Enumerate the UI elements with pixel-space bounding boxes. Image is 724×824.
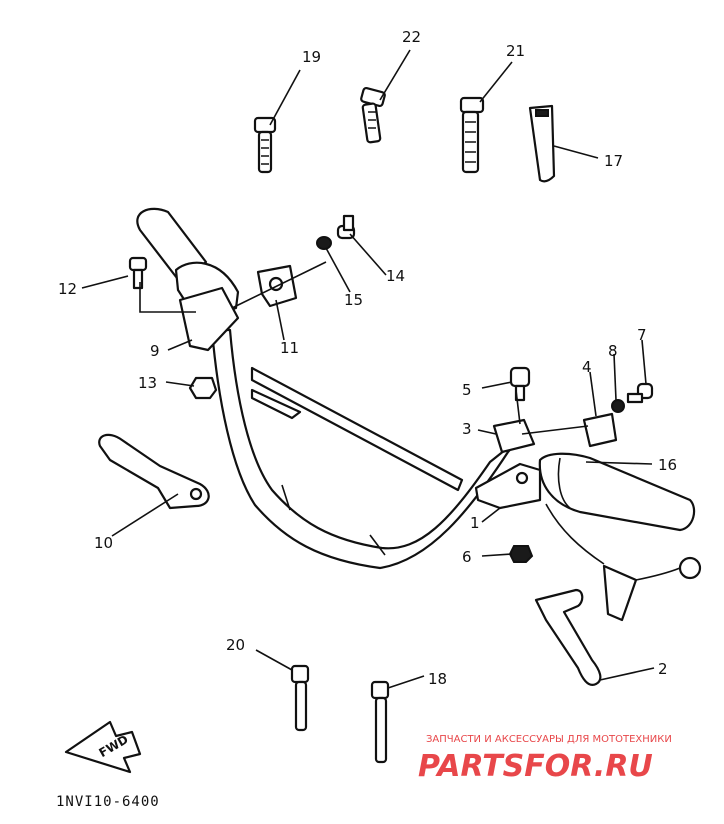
callout-18: 18: [428, 670, 447, 688]
callout-16: 16: [658, 456, 677, 474]
watermark-brand: PARTSFOR.RU: [418, 749, 653, 784]
handlebar: [136, 207, 522, 570]
fwd-arrow: FWD: [64, 720, 142, 774]
callout-8: 8: [608, 342, 618, 360]
watermark: ЗАПЧАСТИ И АКСЕССУАРЫ ДЛЯ МОТОТЕХНИКИ PA…: [418, 734, 672, 784]
lever-10: [98, 433, 210, 510]
callout-15: 15: [344, 291, 363, 309]
callout-21: 21: [506, 42, 525, 60]
cable-tie-18: [370, 680, 390, 764]
callout-2: 2: [658, 660, 668, 678]
callout-1: 1: [470, 514, 480, 532]
callout-7: 7: [637, 326, 647, 344]
lever-2: [534, 588, 602, 686]
callout-9: 9: [150, 342, 160, 360]
callout-20: 20: [226, 636, 245, 654]
nut-6: [508, 545, 534, 563]
washer-15: [316, 236, 332, 250]
callout-4: 4: [582, 358, 592, 376]
holder-1: [474, 462, 542, 510]
callout-10: 10: [94, 534, 113, 552]
holder-9: [178, 286, 240, 352]
callout-14: 14: [386, 267, 405, 285]
watermark-tagline: ЗАПЧАСТИ И АКСЕССУАРЫ ДЛЯ МОТОТЕХНИКИ: [426, 734, 672, 745]
callout-17: 17: [604, 152, 623, 170]
callout-13: 13: [138, 374, 157, 392]
screw-14: [336, 214, 356, 240]
throttle-grip-16: [538, 452, 702, 622]
callout-6: 6: [462, 548, 472, 566]
clamp-3: [492, 418, 536, 454]
diagram-code: 1NVI10-6400: [56, 794, 160, 810]
washer-8: [611, 399, 625, 413]
cable-tie-20: [290, 664, 310, 732]
callout-3: 3: [462, 420, 472, 438]
bolt-12: [128, 256, 148, 290]
cable-tie-17: [528, 104, 556, 183]
cable-tie-22: [360, 86, 386, 144]
callout-5: 5: [462, 381, 472, 399]
callout-22: 22: [402, 28, 421, 46]
leader-lines: [81, 49, 655, 689]
callout-12: 12: [58, 280, 77, 298]
callout-19: 19: [302, 48, 321, 66]
clamp-4: [582, 412, 618, 448]
bolt-5: [509, 366, 531, 402]
cable-tie-19: [253, 116, 277, 174]
screw-7: [626, 382, 654, 404]
callout-labels: 1 2 3 4 5 6 7 8 9 10 11 12 13 14 15 16 1…: [58, 28, 677, 688]
nut-13: [188, 376, 218, 400]
callout-11: 11: [280, 339, 299, 357]
cable-tie-21: [459, 96, 485, 174]
